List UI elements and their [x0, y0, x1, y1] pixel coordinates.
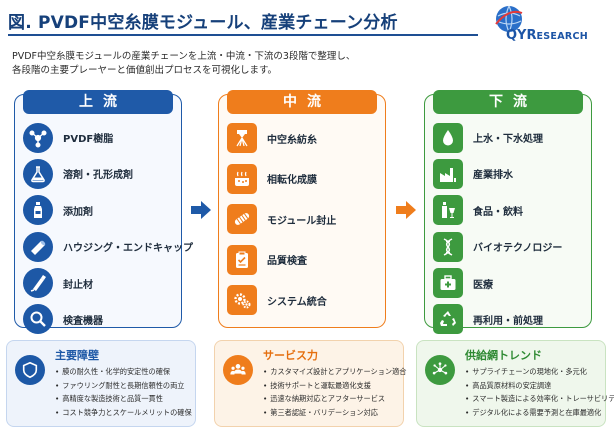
magnifier-icon	[30, 311, 46, 328]
downstream-item-industrial-wastewater: 産業排水	[433, 157, 585, 190]
pipe-icon	[31, 240, 46, 255]
upstream-item-inspection: 検査機器	[23, 303, 175, 336]
flow-arrow-right-icon	[191, 201, 211, 219]
midstream-item-label: 相転化成膜	[267, 175, 317, 186]
clipboard-icon	[236, 251, 248, 268]
midstream-item-label: モジュール封止	[267, 215, 337, 227]
dna-icon	[443, 238, 453, 256]
upstream-header: 上流	[23, 90, 173, 114]
panel-list: カスタマイズ設計とアプリケーション適合 技術サポートと運転最適化支援 迅速な納期…	[263, 365, 406, 419]
upstream-column: 上流 PVDF樹脂 溶剤・孔形成剤 添加剤 ハウジング・エンドキャップ 封止材 …	[14, 90, 193, 335]
people-icon	[230, 364, 246, 375]
downstream-item-label: 再利用・前処理	[473, 315, 543, 327]
module-icon	[234, 213, 250, 225]
midstream-item-quality-check: 品質検査	[227, 243, 379, 277]
page-subtitle: PVDF中空糸膜モジュールの産業チェーンを上流・中流・下流の3段階で整理し、 各…	[12, 50, 355, 78]
upstream-item-label: ハウジング・エンドキャップ	[63, 243, 193, 255]
spinneret-icon	[236, 130, 248, 147]
upstream-item-sealant: 封止材	[23, 267, 175, 300]
downstream-item-water-treatment: 上水・下水処理	[433, 121, 585, 154]
list-item: 膜の耐久性・化学的安定性の確保	[55, 365, 192, 379]
list-item: スマート製造による効率化・トレーサビリティ	[465, 392, 614, 406]
globe-icon	[495, 5, 523, 33]
upstream-item-label: 添加剤	[63, 206, 93, 218]
page-title: 図. PVDF中空糸膜モジュール、産業チェーン分析	[8, 13, 398, 33]
list-item: ファウリング耐性と長期信頼性の両立	[55, 379, 192, 393]
shield-icon	[22, 361, 38, 379]
logo-main-text: QYR	[506, 28, 537, 43]
list-item: 迅速な納期対応とアフターサービス	[263, 392, 406, 406]
upstream-item-pvdf-resin: PVDF樹脂	[23, 121, 175, 154]
downstream-header: 下流	[433, 90, 583, 114]
upstream-item-housing: ハウジング・エンドキャップ	[23, 230, 193, 263]
upstream-item-additive: 添加剤	[23, 194, 175, 227]
bath-icon	[235, 171, 249, 186]
title-underline	[8, 34, 478, 36]
panel-title: 主要障壁	[55, 349, 99, 362]
water-drop-icon	[443, 129, 453, 145]
downstream-item-reuse: 再利用・前処理	[433, 303, 585, 336]
logo-wordmark: QYRESEARCH	[506, 28, 588, 43]
downstream-item-biotech: バイオテクノロジー	[433, 230, 585, 263]
subtitle-line-1: PVDF中空糸膜モジュールの産業チェーンを上流・中流・下流の3段階で整理し、	[12, 51, 356, 62]
flow-arrow-right-icon	[396, 201, 416, 219]
midstream-item-spinning: 中空糸紡糸	[227, 121, 379, 155]
midstream-item-system-integration: システム統合	[227, 283, 379, 317]
logo-sub-text: ESEARCH	[536, 31, 588, 42]
upstream-item-label: 検査機器	[63, 315, 103, 327]
medical-kit-icon	[440, 275, 456, 291]
network-icon	[432, 362, 448, 375]
list-item: コスト競争力とスケールメリットの確保	[55, 406, 191, 420]
downstream-item-label: 食品・飲料	[473, 206, 523, 218]
downstream-item-label: 医療	[473, 279, 493, 291]
molecule-icon	[29, 130, 47, 147]
upstream-item-label: 封止材	[63, 279, 93, 291]
upstream-item-label: PVDF樹脂	[63, 134, 114, 145]
bottle-icon	[34, 202, 42, 219]
gears-icon	[234, 293, 251, 309]
downstream-item-medical: 医療	[433, 267, 585, 300]
list-item: サプライチェーンの現地化・多元化	[465, 365, 614, 379]
downstream-column: 下流 上水・下水処理 産業排水 食品・飲料 バイオテクノロジー 医療 再利用・前…	[424, 90, 592, 335]
list-item: 技術サポートと運転最適化支援	[263, 379, 406, 393]
list-item: 高精度な製造技術と品質一貫性	[55, 392, 192, 406]
list-item: カスタマイズ設計とアプリケーション適合	[263, 365, 406, 379]
tube-icon	[30, 275, 46, 292]
panel-title: 供給網トレンド	[465, 349, 542, 362]
midstream-item-label: 品質検査	[267, 256, 307, 267]
upstream-item-label: 溶剤・孔形成剤	[63, 170, 133, 182]
subtitle-line-2: 各段階の主要プレーヤーと価値創出プロセスを可視化します。	[12, 65, 278, 76]
list-item: 高品質原材料の安定調達	[465, 379, 614, 393]
qyresearch-logo: QYRESEARCH	[492, 4, 608, 48]
barriers-panel: 主要障壁 膜の耐久性・化学的安定性の確保 ファウリング耐性と長期信頼性の両立 高…	[6, 340, 196, 427]
recycle-icon	[440, 311, 456, 327]
downstream-item-label: 産業排水	[473, 170, 513, 182]
downstream-item-label: バイオテクノロジー	[473, 243, 563, 255]
upstream-item-solvent: 溶剤・孔形成剤	[23, 157, 175, 190]
list-item: デジタル化による需要予測と在庫最適化	[465, 406, 614, 420]
midstream-item-label: 中空糸紡糸	[267, 134, 317, 146]
bottle-glass-icon	[442, 202, 455, 219]
midstream-column: 中流 中空糸紡糸 相転化成膜 モジュール封止 品質検査 システム統合	[218, 90, 386, 328]
midstream-header: 中流	[227, 90, 377, 114]
midstream-item-phase-inversion: 相転化成膜	[227, 162, 379, 196]
panel-list: サプライチェーンの現地化・多元化 高品質原材料の安定調達 スマート製造による効率…	[465, 365, 614, 419]
panel-list: 膜の耐久性・化学的安定性の確保 ファウリング耐性と長期信頼性の両立 高精度な製造…	[55, 365, 192, 420]
service-panel: サービス力 カスタマイズ設計とアプリケーション適合 技術サポートと運転最適化支援…	[214, 340, 406, 427]
downstream-item-label: 上水・下水処理	[473, 134, 543, 145]
supply-trend-panel: 供給網トレンド サプライチェーンの現地化・多元化 高品質原材料の安定調達 スマー…	[416, 340, 614, 427]
factory-icon	[440, 167, 456, 182]
panel-title: サービス力	[263, 349, 318, 362]
midstream-item-module-sealing: モジュール封止	[227, 202, 379, 236]
downstream-item-food-beverage: 食品・飲料	[433, 194, 585, 227]
flask-icon	[31, 166, 45, 183]
midstream-item-label: システム統合	[267, 296, 327, 308]
list-item: 第三者認証・バリデーション対応	[263, 406, 406, 420]
